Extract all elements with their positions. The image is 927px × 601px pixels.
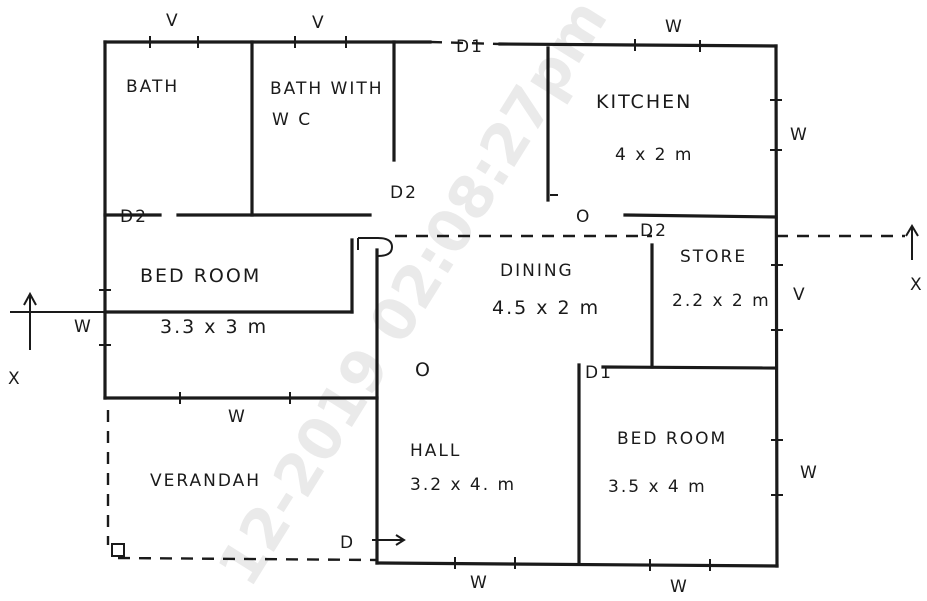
label-bath-wc-line2: W C xyxy=(272,110,312,130)
label-door-d2-bathwc: D2 xyxy=(390,183,418,203)
label-ventilator-1: V xyxy=(166,11,180,31)
label-ventilator-2: V xyxy=(312,13,326,33)
label-window-kitchen: W xyxy=(790,125,809,145)
label-window-bedroom-1: W xyxy=(74,317,93,337)
label-store: STORE xyxy=(680,247,747,267)
circle-symbol-hall: O xyxy=(415,359,432,381)
label-window-bedroom-2-bottom: W xyxy=(670,577,689,597)
label-hall-size: 3.2 x 4. m xyxy=(410,475,516,495)
label-store-size: 2.2 x 2 m xyxy=(672,291,771,311)
label-bath: BATH xyxy=(126,77,179,97)
label-hall: HALL xyxy=(410,441,461,461)
label-bedroom-1-size: 3.3 x 3 m xyxy=(160,316,268,338)
label-kitchen-size: 4 x 2 m xyxy=(615,145,693,165)
label-bedroom-2-size: 3.5 x 4 m xyxy=(608,477,707,497)
section-markers xyxy=(10,224,919,350)
label-ventilator-store: V xyxy=(793,285,807,305)
door-swing-symbols xyxy=(111,194,558,557)
dashed-lines xyxy=(106,40,905,562)
label-verandah: VERANDAH xyxy=(150,471,261,491)
label-window-top: W xyxy=(665,17,684,37)
label-section-left: X xyxy=(8,369,22,389)
label-window-verandah: W xyxy=(228,407,247,427)
label-dining-size: 4.5 x 2 m xyxy=(492,297,600,319)
interior-walls xyxy=(103,40,778,565)
label-section-right: X xyxy=(910,275,924,295)
label-door-d2-bath: D2 xyxy=(120,207,148,227)
label-main-door: D xyxy=(340,533,355,553)
tick-marks xyxy=(99,36,783,571)
label-dining: DINING xyxy=(500,261,574,281)
label-window-bedroom-2: W xyxy=(800,463,819,483)
label-kitchen: KITCHEN xyxy=(596,91,692,113)
label-window-hall: W xyxy=(470,573,489,593)
label-door-d2-store: D2 xyxy=(640,221,668,241)
circle-symbol-kitchen: O xyxy=(576,207,591,227)
label-door-d1-bedroom-2: D1 xyxy=(585,363,613,383)
label-door-d1-top: D1 xyxy=(456,37,484,57)
label-bath-wc-line1: BATH WITH xyxy=(270,79,384,99)
label-bedroom-1: BED ROOM xyxy=(140,265,261,287)
label-bedroom-2: BED ROOM xyxy=(617,429,727,449)
